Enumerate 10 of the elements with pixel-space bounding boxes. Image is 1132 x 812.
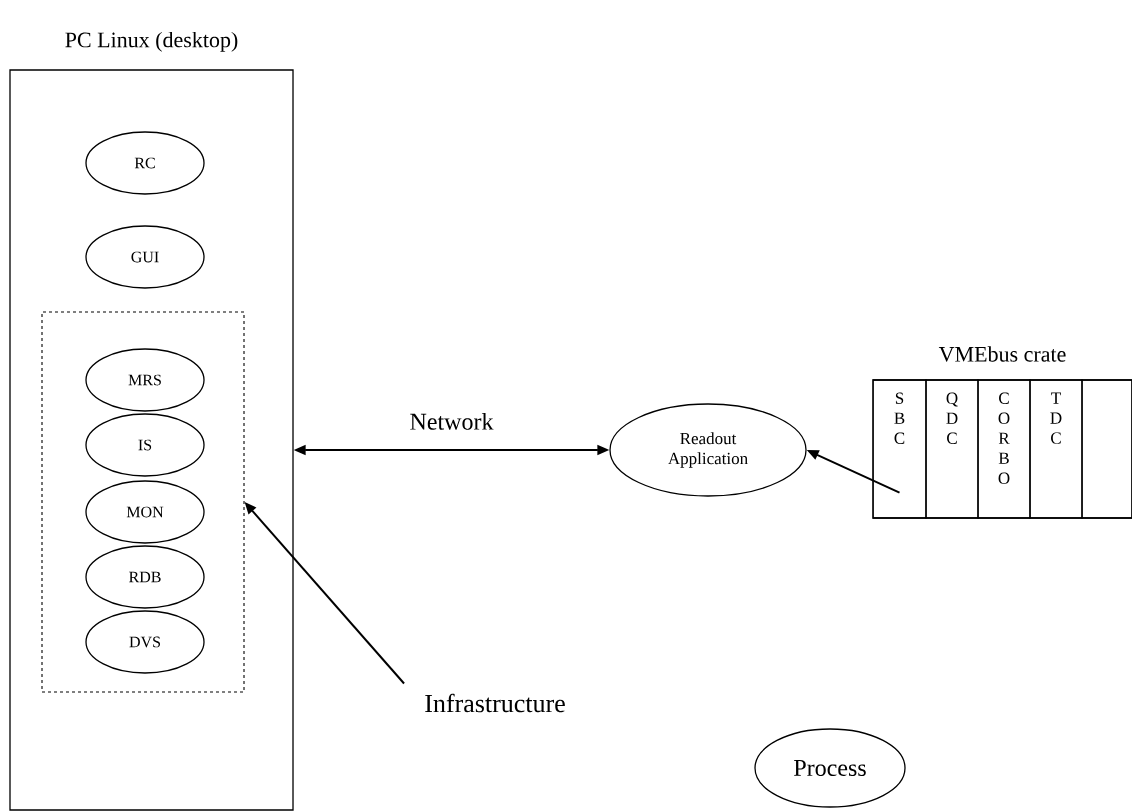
node-label: VMEbus crate [938, 346, 1066, 362]
dashed-group-box [41, 311, 245, 693]
crate-slot: CORBO [977, 379, 1031, 519]
crate-slot: QDC [925, 379, 979, 519]
edge-label: Network [407, 410, 496, 432]
crate-slot: SBC [872, 379, 927, 519]
crate-slot [1081, 379, 1132, 519]
node-label: PC Linux (desktop) [65, 31, 238, 52]
crate-slot: TDC [1029, 379, 1083, 519]
callout-text: Infrastructure [425, 693, 565, 713]
